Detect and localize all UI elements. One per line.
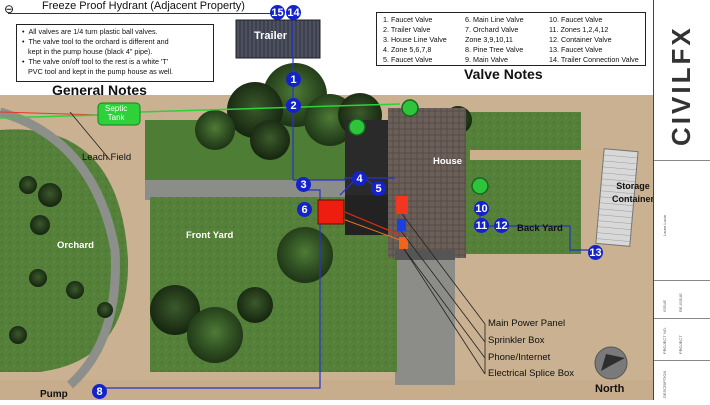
general-note-2b-text: kept in the pump house (black 4" pipe). — [28, 47, 153, 56]
valve-notes-title: Valve Notes — [464, 66, 543, 82]
hydrant-line — [8, 13, 284, 14]
field-project: PROJECT — [678, 335, 683, 354]
house-label: House — [433, 156, 463, 167]
title-block-divider — [654, 280, 710, 281]
valve-note: 2. Trailer Valve — [383, 25, 431, 34]
main-power-panel-label: Main Power Panel — [488, 318, 566, 329]
project-owner: Laura Lucia — [662, 215, 667, 236]
valve-note: 1. Faucet Valve — [383, 15, 433, 24]
valve-note: 7. Orchard Valve — [465, 25, 519, 34]
valve-notes-col2: 6. Main Line Valve 7. Orchard Valve Zone… — [465, 15, 524, 65]
valve-note: 5. Faucet Valve — [383, 55, 433, 64]
general-note-3b-text: PVC tool and kept in the pump house as w… — [28, 67, 174, 76]
field-issue: ISSUE — [662, 299, 667, 312]
valve-marker-13[interactable]: 13 — [588, 245, 603, 260]
valve-note: 8. Pine Tree Valve — [465, 45, 524, 54]
title-block-divider — [654, 360, 710, 361]
septic-tank-label: Septic Tank — [105, 104, 128, 122]
valve-marker-5[interactable]: 5 — [371, 181, 386, 196]
field-reissue: RE-ISSUE — [678, 293, 683, 312]
valve-marker-15[interactable]: 15 — [270, 5, 285, 20]
field-description: DESCRIPTION — [662, 370, 667, 398]
field-project-no: PROJECT NO. — [662, 327, 667, 354]
general-notes-list: • All valves are 1/4 turn plastic ball v… — [22, 27, 173, 77]
valve-note: 10. Faucet Valve — [549, 15, 603, 24]
valve-notes-col3: 10. Faucet Valve 11. Zones 1,2,4,12 12. … — [549, 15, 639, 65]
general-note-2: • The valve tool to the orchard is diffe… — [22, 37, 169, 46]
storage-container-label: Storage Container — [612, 181, 655, 204]
valve-marker-2[interactable]: 2 — [286, 98, 301, 113]
valve-marker-12[interactable]: 12 — [494, 218, 509, 233]
title-block-divider — [654, 318, 710, 319]
valve-marker-1[interactable]: 1 — [286, 72, 301, 87]
valve-note: 14. Trailer Connection Valve — [549, 55, 639, 64]
valve-marker-4[interactable]: 4 — [352, 171, 367, 186]
valve-marker-3[interactable]: 3 — [296, 177, 311, 192]
title-block-divider — [654, 160, 710, 161]
civilfx-logo-text: CIVILFX — [666, 25, 696, 146]
back-yard-label: Back Yard — [517, 223, 563, 234]
valve-note: 9. Main Valve — [465, 55, 509, 64]
electrical-splice-box-label: Electrical Splice Box — [488, 368, 575, 379]
sprinkler-box-label: Sprinkler Box — [488, 335, 545, 346]
general-note-3: • The valve on/off tool to the rest is a… — [22, 57, 169, 66]
valve-marker-11[interactable]: 11 — [474, 218, 489, 233]
valve-note: 6. Main Line Valve — [465, 15, 524, 24]
valve-note: 12. Container Valve — [549, 35, 612, 44]
pump-label: Pump — [40, 389, 68, 400]
front-yard-label: Front Yard — [186, 230, 234, 241]
valve-notes-box: 1. Faucet Valve 2. Trailer Valve 3. Hous… — [376, 12, 646, 66]
orchard-label: Orchard — [57, 240, 94, 251]
valve-note: 13. Faucet Valve — [549, 45, 603, 54]
general-note-2b: kept in the pump house (black 4" pipe). — [22, 47, 173, 57]
valve-note: 11. Zones 1,2,4,12 — [549, 25, 609, 34]
valve-marker-8[interactable]: 8 — [92, 384, 107, 399]
general-notes-title: General Notes — [52, 82, 147, 98]
valve-marker-6[interactable]: 6 — [297, 202, 312, 217]
valve-marker-10[interactable]: 10 — [474, 201, 489, 216]
valve-note: 3. House Line Valve — [383, 35, 447, 44]
north-label: North — [595, 383, 625, 395]
civilfx-logo: CIVILFX — [666, 25, 702, 147]
general-note-3-text: The valve on/off tool to the rest is a w… — [28, 57, 169, 66]
hydrant-label: Freeze Proof Hydrant (Adjacent Property) — [42, 0, 245, 12]
title-block: CIVILFX Laura Lucia ISSUE RE-ISSUE PROJE… — [653, 0, 710, 400]
phone-internet-label: Phone/Internet — [488, 352, 551, 363]
general-note-2-text: The valve tool to the orchard is differe… — [28, 37, 169, 46]
general-note-1: • All valves are 1/4 turn plastic ball v… — [22, 27, 158, 36]
valve-marker-14[interactable]: 14 — [286, 5, 301, 20]
hydrant-icon: ⊖ — [4, 2, 15, 16]
general-note-1-text: All valves are 1/4 turn plastic ball val… — [28, 27, 158, 36]
valve-note: Zone 3,9,10,11 — [465, 35, 513, 44]
leach-field-label: Leach Field — [82, 152, 132, 163]
general-notes-box: • All valves are 1/4 turn plastic ball v… — [16, 24, 214, 82]
valve-notes-col1: 1. Faucet Valve 2. Trailer Valve 3. Hous… — [383, 15, 447, 65]
valve-note: 4. Zone 5,6,7,8 — [383, 45, 432, 54]
general-note-3b: PVC tool and kept in the pump house as w… — [22, 67, 173, 77]
trailer-label: Trailer — [254, 30, 288, 42]
